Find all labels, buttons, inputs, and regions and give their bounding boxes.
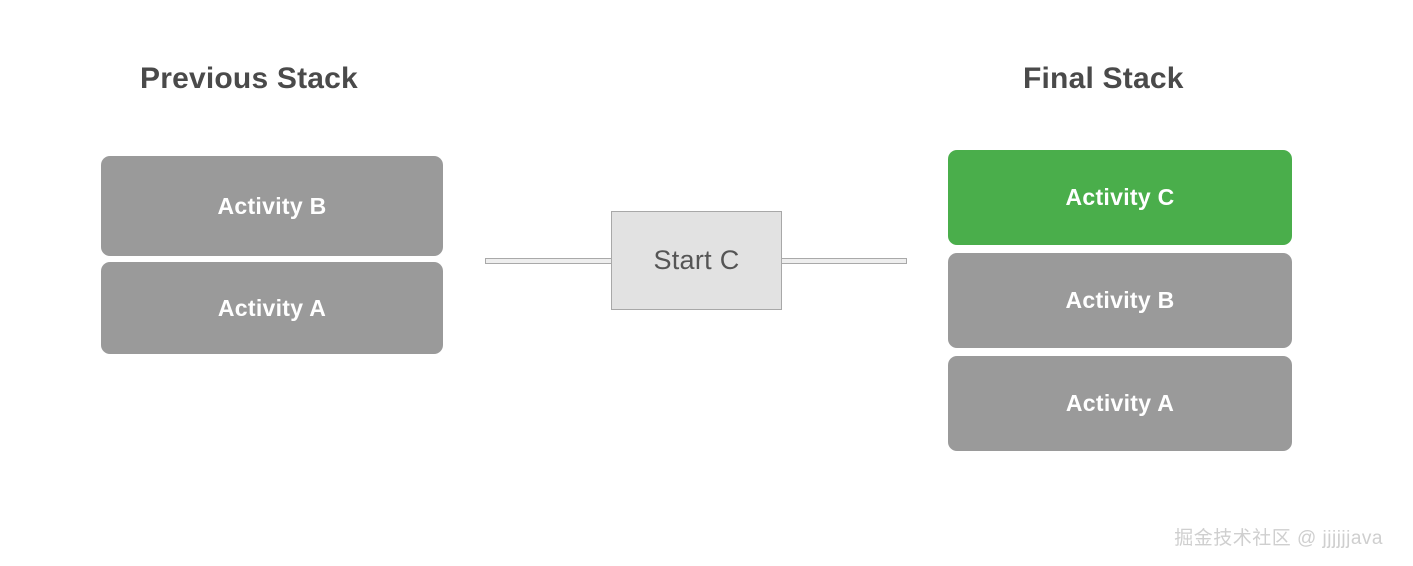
previous-stack-card-activity-b: Activity B bbox=[101, 156, 443, 256]
card-label: Activity B bbox=[1065, 287, 1175, 313]
card-label: Activity A bbox=[1065, 390, 1175, 416]
previous-stack-title: Previous Stack bbox=[140, 62, 358, 95]
card-label: Activity B bbox=[217, 192, 327, 219]
transition-node-label: Start C bbox=[653, 245, 740, 275]
final-stack-card-activity-a: Activity A bbox=[948, 356, 1292, 451]
transition-node-start-c: Start C bbox=[611, 211, 782, 310]
previous-stack-card-activity-a: Activity A bbox=[101, 262, 443, 354]
card-label: Activity A bbox=[217, 294, 327, 321]
final-stack-card-activity-b: Activity B bbox=[948, 253, 1292, 348]
final-stack-card-activity-c: Activity C bbox=[948, 150, 1292, 245]
connector-line-left bbox=[485, 258, 612, 264]
connector-line-right bbox=[781, 258, 907, 264]
card-label: Activity C bbox=[1065, 184, 1175, 210]
final-stack-title: Final Stack bbox=[1023, 62, 1184, 95]
watermark-text: 掘金技术社区 @ jjjjjjava bbox=[1174, 528, 1383, 549]
